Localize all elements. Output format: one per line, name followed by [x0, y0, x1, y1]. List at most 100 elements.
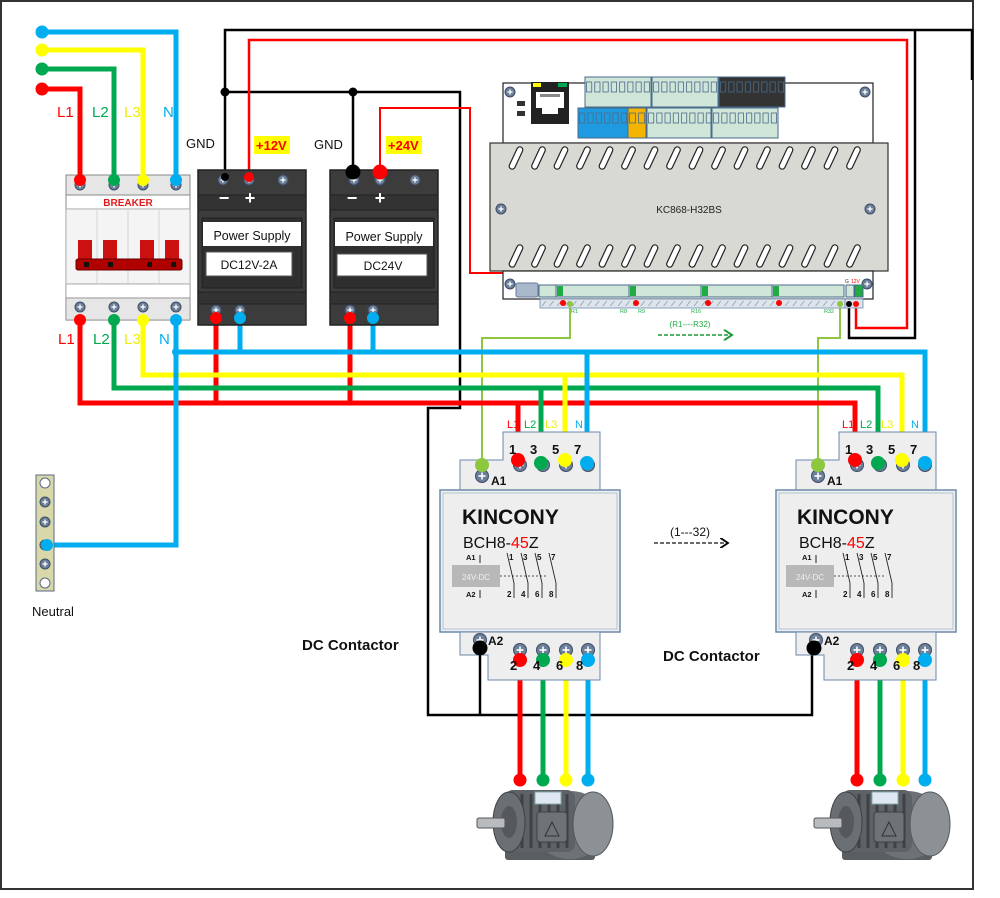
psu24-title: Power Supply — [345, 230, 423, 244]
label-source-N: N — [163, 104, 174, 121]
wire-L2-bus — [111, 320, 881, 460]
power-supply-12v — [197, 169, 307, 326]
breaker-title: BREAKER — [103, 198, 153, 209]
controller-power-g-label: G — [845, 279, 849, 285]
c1-schematic-a2: A2 — [466, 590, 476, 599]
c2-schematic-a2: A2 — [802, 590, 812, 599]
controller-model: KC868-H32BS — [656, 205, 722, 216]
c2-sch-5: 5 — [873, 553, 878, 562]
contactor-1 — [439, 431, 621, 681]
motor-2-terminals — [850, 773, 932, 787]
c1-sch-5: 5 — [537, 553, 542, 562]
c2-terminal-3: 3 — [866, 442, 873, 457]
c2-sch-2: 2 — [843, 590, 848, 599]
c1-sch-8: 8 — [549, 590, 554, 599]
c1-coil-rating: 24V-DC — [462, 573, 490, 582]
c1-terminal-7: 7 — [574, 442, 581, 457]
psu24-rating: DC24V — [364, 259, 403, 273]
breaker-toggle-handles[interactable] — [75, 240, 183, 271]
psu12-minus-label: − — [219, 188, 230, 208]
psu24-gnd-label: GND — [314, 137, 343, 152]
psu12-title: Power Supply — [213, 229, 291, 243]
label-breaker-L1: L1 — [58, 331, 75, 348]
c2-sch-1: 1 — [845, 553, 850, 562]
c2-terminal-8: 8 — [913, 658, 920, 673]
c2-label-L1: L1 — [842, 419, 854, 431]
psu24-plus-label: + — [375, 188, 386, 208]
controller-power-v-label: 12V — [851, 279, 861, 285]
contactor-range-label: (1---32) — [670, 525, 710, 539]
wire-N-main — [176, 349, 928, 460]
label-breaker-N: N — [159, 331, 170, 348]
wire-gnd-trunk — [223, 28, 974, 178]
c1-terminal-6: 6 — [556, 658, 563, 673]
c1-sch-1: 1 — [509, 553, 514, 562]
psu24-voltage-highlight — [386, 136, 422, 154]
wire-L3-source — [42, 47, 146, 180]
wire-controller-gnd — [847, 30, 917, 340]
wire-N-source — [42, 29, 179, 180]
c2-terminal-6: 6 — [893, 658, 900, 673]
c1-terminal-4: 4 — [533, 658, 541, 673]
ethernet-port[interactable] — [531, 82, 569, 124]
psu12-voltage-label: +12V — [256, 138, 287, 153]
relay-label-r9: R9 — [638, 309, 645, 315]
c2-coil-a2: A2 — [824, 634, 840, 648]
psu24-voltage-label: +24V — [388, 138, 419, 153]
c1-brand: KINCONY — [462, 506, 559, 529]
label-breaker-L3: L3 — [124, 331, 141, 348]
relay-label-r32: R32 — [824, 309, 834, 315]
relay-label-r1: R1 — [571, 309, 578, 315]
c1-label-L3: L3 — [545, 419, 557, 431]
c2-coil-rating: 24V-DC — [796, 573, 824, 582]
psu12-rating: DC12V-2A — [221, 258, 278, 272]
c1-label-L2: L2 — [524, 419, 536, 431]
c2-label-L3: L3 — [881, 419, 893, 431]
c2-sch-6: 6 — [871, 590, 876, 599]
psu24-minus-label: − — [347, 188, 358, 208]
contactor-2 — [775, 431, 957, 681]
contactor-2-caption: DC Contactor — [663, 648, 760, 665]
c1-sch-2: 2 — [507, 590, 512, 599]
c2-sch-7: 7 — [887, 553, 892, 562]
c2-coil-a1: A1 — [827, 474, 843, 488]
c2-terminal-1: 1 — [845, 442, 852, 457]
wire-controller-12v — [247, 38, 909, 330]
c1-terminal-8: 8 — [576, 658, 583, 673]
c1-sch-7: 7 — [551, 553, 556, 562]
motor-1-icon — [476, 790, 614, 860]
wire-L1-source — [42, 86, 83, 180]
breaker-output-labels: L1 L2 L3 N — [58, 331, 170, 348]
wire-N-bus — [48, 320, 179, 548]
c2-terminal-7: 7 — [910, 442, 917, 457]
source-labels: L1 L2 L3 N — [57, 104, 174, 121]
controller-board — [489, 76, 889, 309]
c2-terminal-2: 2 — [847, 658, 854, 673]
relay-range-label: (R1----R32) — [670, 320, 711, 329]
c2-model: BCH8-45Z — [799, 535, 875, 552]
c1-sch-6: 6 — [535, 590, 540, 599]
neutral-label: Neutral — [32, 604, 74, 619]
source-endpoints — [35, 25, 49, 96]
relay-label-r16: R16 — [691, 309, 701, 315]
c2-label-L2: L2 — [860, 419, 872, 431]
wire-gnd-bus — [225, 90, 814, 717]
label-source-L2: L2 — [92, 104, 109, 121]
breaker: BREAKER — [65, 174, 191, 326]
c1-terminal-2: 2 — [510, 658, 517, 673]
c1-sch-4: 4 — [521, 590, 526, 599]
c2-sch-4: 4 — [857, 590, 862, 599]
c2-schematic-a1: A1 — [802, 553, 812, 562]
relay-label-r8: R8 — [620, 309, 627, 315]
c2-sch-3: 3 — [859, 553, 864, 562]
label-source-L1: L1 — [57, 104, 74, 121]
c2-label-N: N — [911, 419, 919, 431]
contactor-1-caption: DC Contactor — [302, 637, 399, 654]
label-breaker-L2: L2 — [93, 331, 110, 348]
motor-2-icon — [813, 790, 951, 860]
c1-label-L1: L1 — [507, 419, 519, 431]
c1-coil-a2: A2 — [488, 634, 504, 648]
c1-terminal-5: 5 — [552, 442, 559, 457]
psu12-plus-label: + — [245, 188, 256, 208]
